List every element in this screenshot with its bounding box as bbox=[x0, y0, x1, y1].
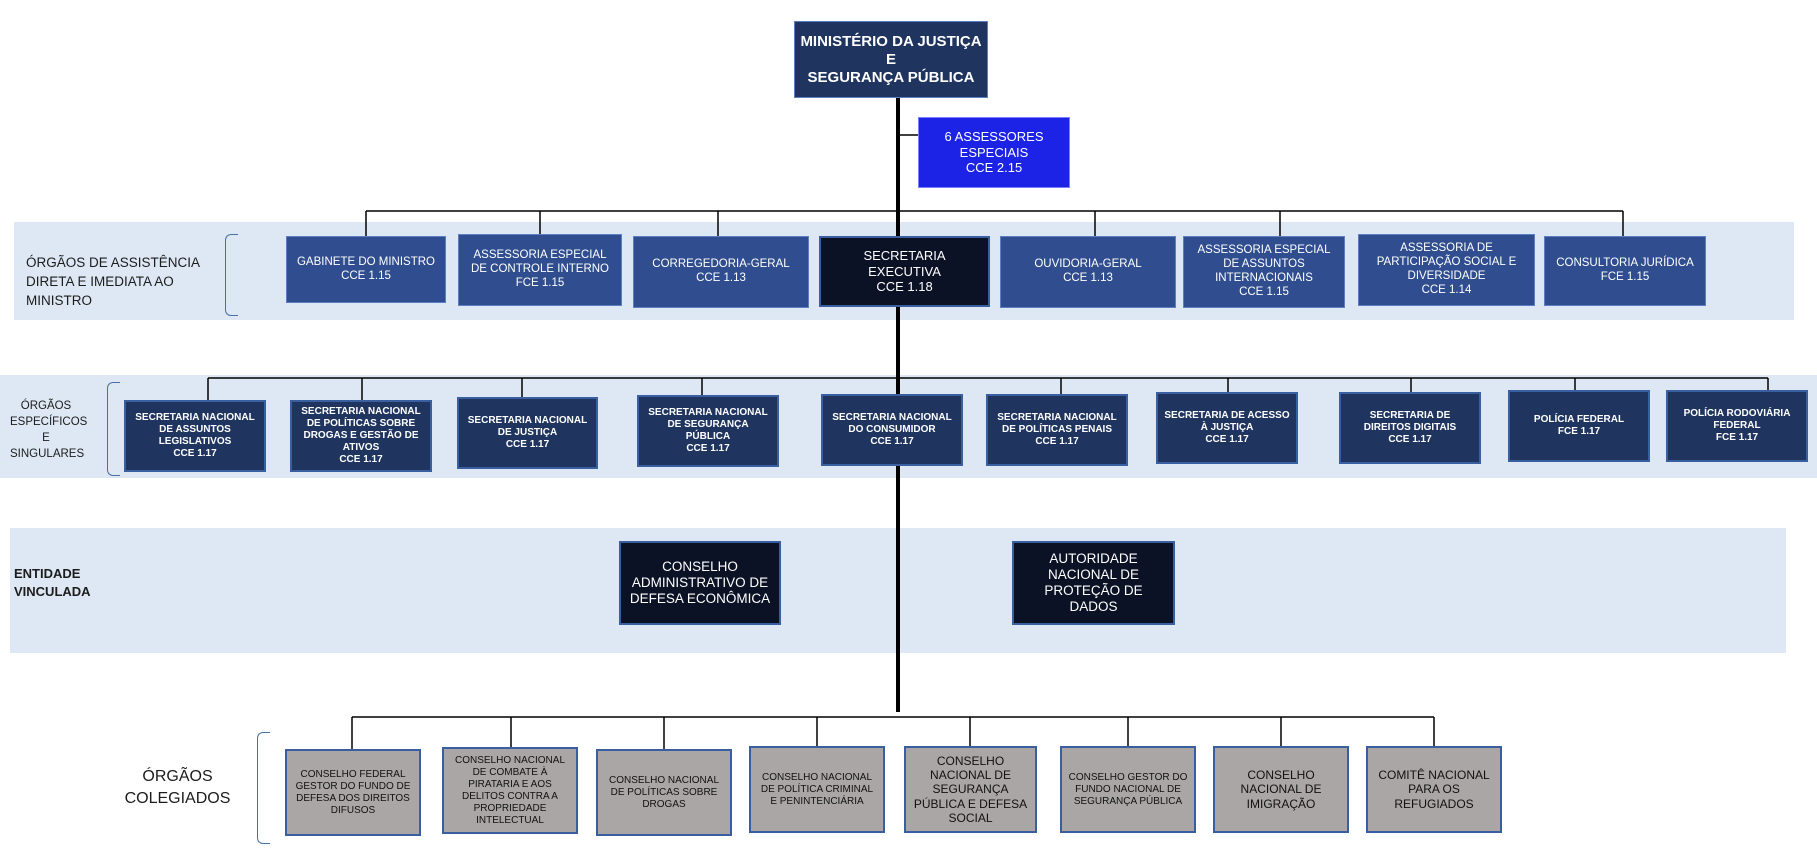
ministry-box[interactable]: MINISTÉRIO DA JUSTIÇA E SEGURANÇA PÚBLIC… bbox=[794, 21, 988, 98]
org-box-politicas-drogas[interactable]: SECRETARIA NACIONAL DE POLÍTICAS SOBRE D… bbox=[290, 400, 432, 472]
org-box-cnig[interactable]: CONSELHO NACIONAL DE IMIGRAÇÃO bbox=[1213, 746, 1349, 833]
bracket-assistencia bbox=[225, 234, 238, 316]
bracket-colegiados bbox=[257, 732, 270, 844]
section-label-colegiados: ÓRGÃOS COLEGIADOS bbox=[124, 768, 231, 807]
org-box-fnsp[interactable]: CONSELHO GESTOR DO FUNDO NACIONAL DE SEG… bbox=[1060, 746, 1196, 833]
org-box-participacao-social[interactable]: ASSESSORIA DE PARTICIPAÇÃO SOCIAL E DIVE… bbox=[1358, 234, 1535, 306]
section-label-especificos: ÓRGÃOS ESPECÍFICOS E SINGULARES bbox=[10, 400, 88, 460]
org-box-cade[interactable]: CONSELHO ADMINISTRATIVO DE DEFESA ECONÔM… bbox=[619, 541, 781, 625]
section-label-entidade: ENTIDADE VINCULADA bbox=[14, 566, 91, 599]
org-box-cnsp[interactable]: CONSELHO NACIONAL DE SEGURANÇA PÚBLICA E… bbox=[904, 746, 1037, 833]
org-box-anpd[interactable]: AUTORIDADE NACIONAL DE PROTEÇÃO DE DADOS bbox=[1012, 541, 1175, 625]
org-box-assuntos-legislativos[interactable]: SECRETARIA NACIONAL DE ASSUNTOS LEGISLAT… bbox=[124, 400, 266, 472]
advisors-box[interactable]: 6 ASSESSORES ESPECIAIS CCE 2.15 bbox=[918, 117, 1070, 188]
org-box-seguranca-publica[interactable]: SECRETARIA NACIONAL DE SEGURANÇA PÚBLICA… bbox=[637, 395, 779, 467]
section-label-assistencia: ÓRGÃOS DE ASSISTÊNCIA DIRETA E IMEDIATA … bbox=[26, 255, 201, 308]
org-box-conare[interactable]: COMITÊ NACIONAL PARA OS REFUGIADOS bbox=[1366, 746, 1502, 833]
org-box-assuntos-internacionais[interactable]: ASSESSORIA ESPECIAL DE ASSUNTOS INTERNAC… bbox=[1183, 236, 1345, 308]
org-box-cnpcp[interactable]: CONSELHO NACIONAL DE POLÍTICA CRIMINAL E… bbox=[749, 746, 885, 833]
org-box-conad[interactable]: CONSELHO NACIONAL DE POLÍTICAS SOBRE DRO… bbox=[596, 749, 732, 836]
bracket-especificos bbox=[107, 382, 120, 476]
org-box-cfdd[interactable]: CONSELHO FEDERAL GESTOR DO FUNDO DE DEFE… bbox=[285, 749, 421, 836]
org-box-cncp[interactable]: CONSELHO NACIONAL DE COMBATE À PIRATARIA… bbox=[442, 747, 578, 834]
